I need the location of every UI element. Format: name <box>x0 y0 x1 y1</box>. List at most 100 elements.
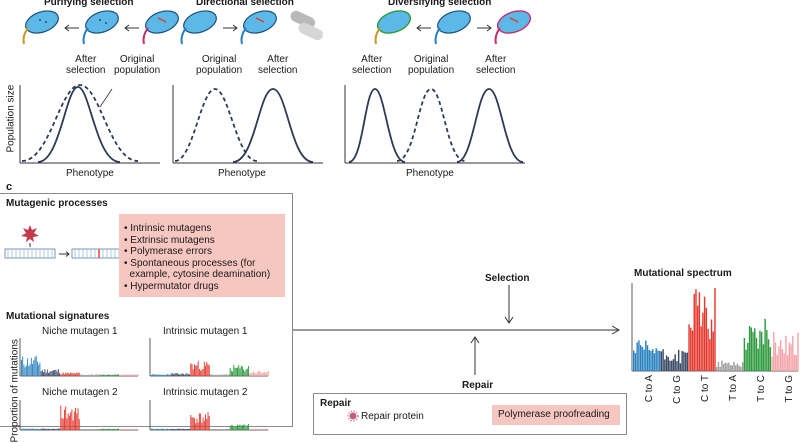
bar <box>238 425 240 430</box>
bar <box>672 359 675 371</box>
original-population-curve <box>396 88 466 162</box>
bar <box>45 372 47 376</box>
after-selection-curve <box>456 88 524 163</box>
bar <box>207 364 209 376</box>
bar <box>237 367 238 376</box>
bar <box>28 366 30 376</box>
bacterium-icon <box>180 10 217 45</box>
bar <box>216 429 218 430</box>
bar <box>221 429 222 430</box>
bar <box>266 428 268 430</box>
bar <box>164 429 166 430</box>
bar <box>731 365 733 371</box>
bar <box>759 330 761 371</box>
bar <box>62 372 64 376</box>
bar <box>235 426 237 430</box>
bar <box>67 413 69 430</box>
bar <box>98 375 100 376</box>
bar <box>197 361 199 376</box>
bar <box>119 374 121 376</box>
bar <box>94 429 96 430</box>
bar <box>788 342 791 371</box>
bar <box>196 418 198 430</box>
bar <box>733 361 735 371</box>
bar <box>93 375 95 376</box>
bar <box>49 371 51 376</box>
bar <box>81 429 83 430</box>
bar <box>35 355 37 376</box>
bar <box>118 428 120 430</box>
repair-protein-icon <box>347 410 359 422</box>
bar <box>136 374 138 376</box>
bar <box>707 328 709 371</box>
bar <box>33 428 35 430</box>
bar <box>104 429 106 430</box>
bar <box>100 375 102 376</box>
bar <box>48 428 49 430</box>
bar <box>232 371 234 376</box>
intrinsic-mutagen-1-label: Intrinsic mutagen 1 <box>163 326 248 337</box>
bar <box>153 429 155 430</box>
original-population-label: Original population <box>408 54 455 76</box>
bacterium-icon <box>494 10 532 45</box>
bar <box>764 318 766 371</box>
directional-title: Directional selection <box>196 0 294 8</box>
bar <box>696 305 699 371</box>
bar <box>266 372 268 376</box>
original-population-label: Original population <box>196 54 243 76</box>
bar <box>104 374 106 376</box>
niche-mutagen-2-label: Niche mutagen 2 <box>42 387 118 398</box>
after-selection-label: After selection <box>66 54 106 76</box>
bar <box>234 367 236 376</box>
bar <box>73 411 75 430</box>
phenotype-axis-label: Phenotype <box>66 168 114 179</box>
bar <box>233 427 235 430</box>
bar <box>99 374 101 376</box>
bar <box>67 372 69 376</box>
bar <box>726 363 728 371</box>
bar <box>246 368 248 376</box>
bar <box>176 429 178 430</box>
bar <box>151 428 152 430</box>
bar <box>77 408 79 430</box>
bar <box>32 364 33 376</box>
bar <box>153 374 155 376</box>
bar <box>676 361 678 371</box>
bar <box>189 428 191 430</box>
bar <box>261 372 263 376</box>
bar <box>108 374 110 376</box>
bar <box>184 374 186 376</box>
bar <box>267 370 269 376</box>
bar <box>778 346 780 371</box>
bar <box>196 365 198 376</box>
bar <box>771 356 773 371</box>
bar <box>134 429 136 430</box>
bar <box>677 349 680 371</box>
bar <box>636 342 638 371</box>
bar <box>239 368 241 376</box>
bar <box>716 366 718 371</box>
bacterium-icon <box>142 10 179 45</box>
bar <box>157 374 159 376</box>
bar <box>213 375 215 376</box>
bar <box>35 428 37 430</box>
bar <box>254 372 256 376</box>
bar <box>717 361 720 371</box>
mutagen-list: • Intrinsic mutagens • Extrinsic mutagen… <box>124 223 270 292</box>
bar <box>103 374 105 376</box>
bar <box>113 374 115 376</box>
bar <box>110 375 112 376</box>
list-item: • Extrinsic mutagens <box>124 234 215 246</box>
bar <box>23 428 25 430</box>
bar <box>86 429 88 430</box>
bar <box>105 429 107 430</box>
bar <box>88 429 90 430</box>
bar <box>194 364 195 376</box>
bar <box>211 374 213 376</box>
bar <box>217 374 219 376</box>
bar <box>50 429 52 430</box>
bar <box>48 373 49 376</box>
category-label: T to G <box>784 375 795 403</box>
bar <box>151 375 152 376</box>
bar <box>181 428 183 430</box>
